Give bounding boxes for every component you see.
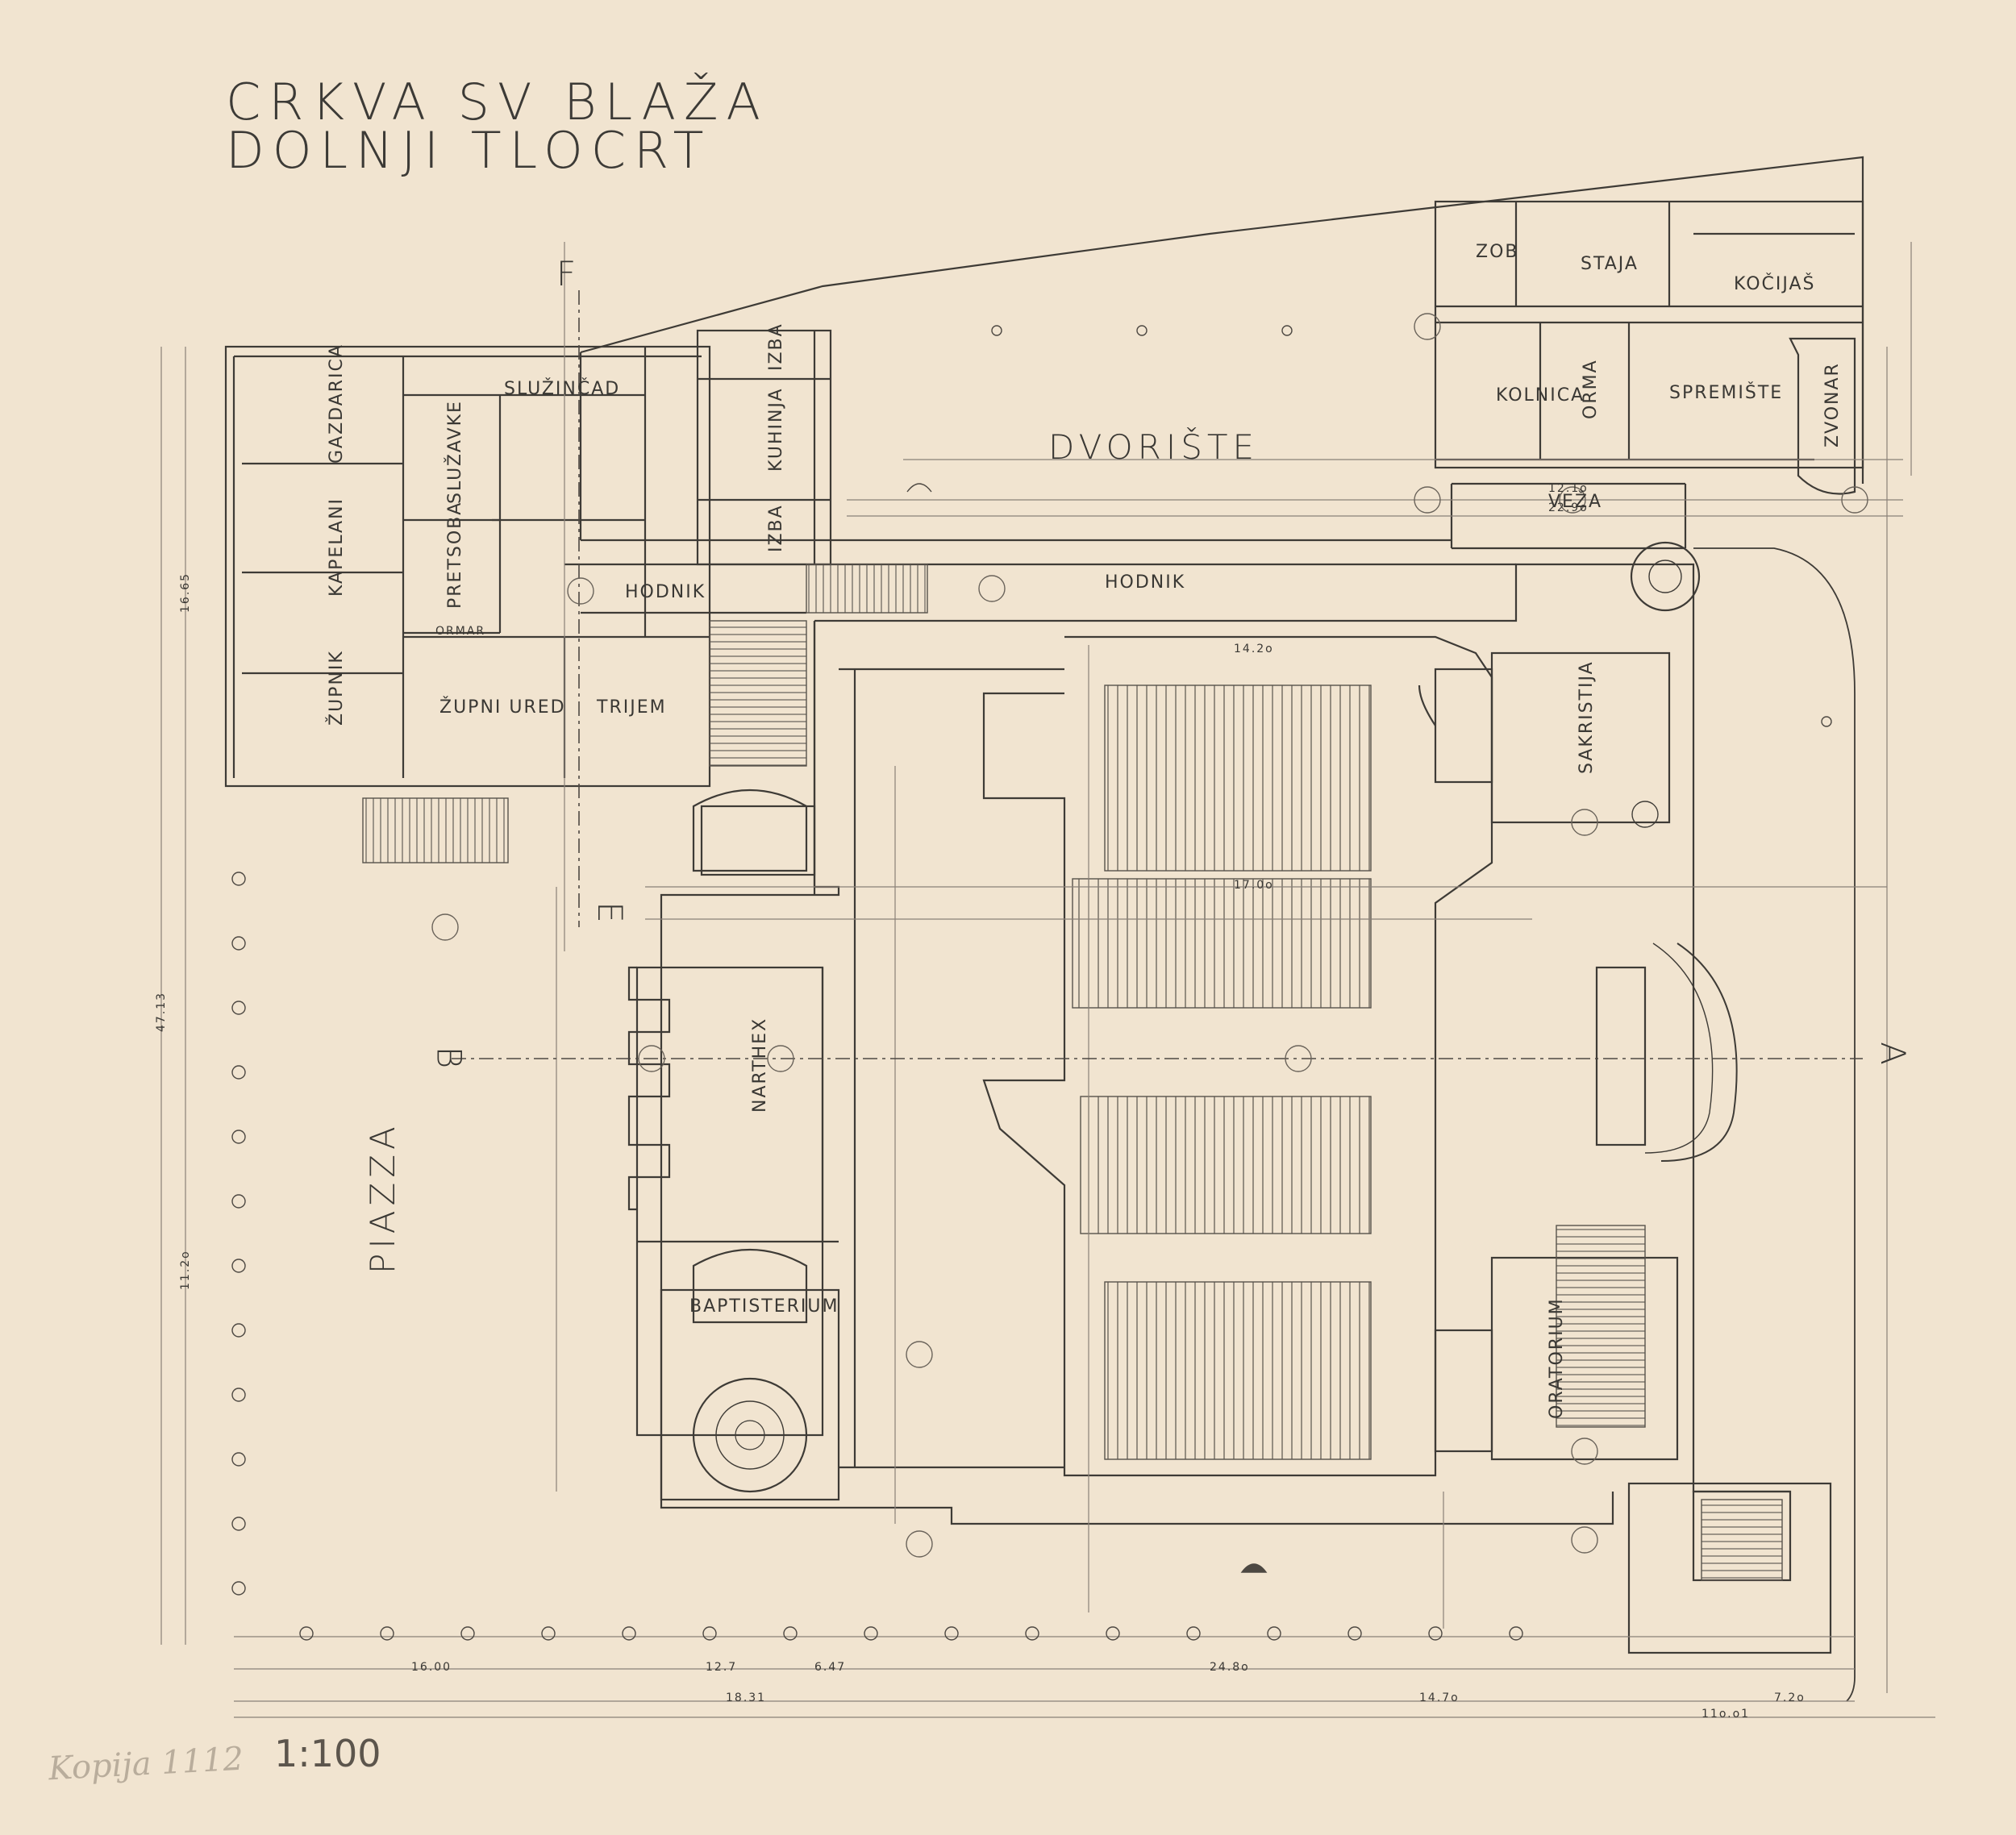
dim-courtyard-1: 12.1o (1548, 482, 1589, 495)
dim-bottom-b: 6.47 (814, 1661, 847, 1674)
room-label-trijem: TRIJEM (597, 697, 667, 718)
room-label-izba-top: IZBA (766, 322, 786, 371)
room-label-hodnik-west: HODNIK (625, 582, 706, 602)
dim-bottom-a: 12.7 (706, 1661, 738, 1674)
dim-left-a: 16.65 (179, 572, 192, 613)
room-label-zupnik: ŽUPNIK (327, 650, 347, 726)
stables-block (1434, 200, 1864, 469)
stair-main (709, 620, 807, 767)
dim-nave-mid: 17.0o (1234, 879, 1274, 892)
drawing-title-line1: CRKVA SV BLAŽA (226, 73, 768, 131)
section-mark-f: F (556, 254, 581, 293)
room-label-izba-bottom: IZBA (766, 504, 786, 552)
section-mark-b: B (429, 1046, 469, 1074)
room-label-kuhinja: KUHINJA (766, 387, 786, 472)
dim-nave-width: 14.2o (1234, 643, 1274, 655)
room-label-sluzavke: SLUŽAVKE (445, 400, 465, 504)
room-label-narthex: NARTHEX (750, 1017, 770, 1113)
drawing-title-line2: DOLNJI TLOCRT (226, 121, 712, 180)
dim-bottom-e: 7.2o (1774, 1691, 1806, 1704)
room-label-oratorium: ORATORIUM (1547, 1297, 1567, 1419)
section-mark-e: E (589, 901, 630, 928)
dim-bottom-c: 18.31 (726, 1691, 767, 1704)
dim-left-b: 11.2o (179, 1250, 192, 1290)
room-label-sluzincad: SLUŽINČAD (504, 379, 621, 399)
room-label-spremiste: SPREMIŠTE (1669, 383, 1784, 403)
area-label-piazza: PIAZZA (363, 1121, 402, 1274)
room-label-staja: STAJA (1581, 254, 1639, 274)
dim-bottom-total: 24.8o (1210, 1661, 1250, 1674)
dim-left-total: 47.13 (155, 991, 168, 1032)
piazza-columns (231, 325, 1832, 1641)
room-label-baptisterium: BAPTISTERIUM (689, 1296, 839, 1317)
room-label-veza: VEŽA (1548, 492, 1603, 512)
stair-entry (362, 797, 509, 863)
room-label-ormar: ORMAR (435, 625, 486, 638)
room-label-kocijas: KOČIJAŠ (1734, 274, 1816, 294)
east-curved-wall (1693, 547, 1856, 1702)
section-mark-a: A (1872, 1042, 1913, 1070)
room-label-zvonar: ZVONAR (1822, 362, 1843, 447)
room-label-kolnica: KOLNICA (1496, 385, 1585, 406)
scale-note: 1:100 (274, 1732, 381, 1775)
narthex (635, 966, 824, 1437)
room-label-pretsoba: PRETSOBA (445, 501, 465, 609)
dim-courtyard-2: 22.9o (1548, 501, 1589, 514)
room-label-hodnik-east: HODNIK (1105, 572, 1186, 593)
dim-bottom-left: 16.00 (411, 1661, 452, 1674)
pews (1072, 684, 1372, 1460)
room-label-zupni-ured: ŽUPNI URED (439, 697, 566, 718)
parish-house-outline (224, 345, 711, 788)
baptisterium (660, 1288, 840, 1501)
dim-bottom-d: 14.7o (1419, 1691, 1460, 1704)
room-label-kapelani: KAPELANI (327, 497, 347, 597)
room-label-zob: ZOB (1476, 242, 1519, 262)
room-label-dvoriste: DVORIŠTE (1048, 427, 1260, 467)
room-label-gazdarica: GAZDARICA (327, 343, 347, 464)
dim-bottom-f: 11o.o1 (1702, 1708, 1751, 1721)
room-label-orma: ORMA (1581, 359, 1601, 419)
room-label-sakristija: SAKRISTIJA (1577, 660, 1597, 774)
